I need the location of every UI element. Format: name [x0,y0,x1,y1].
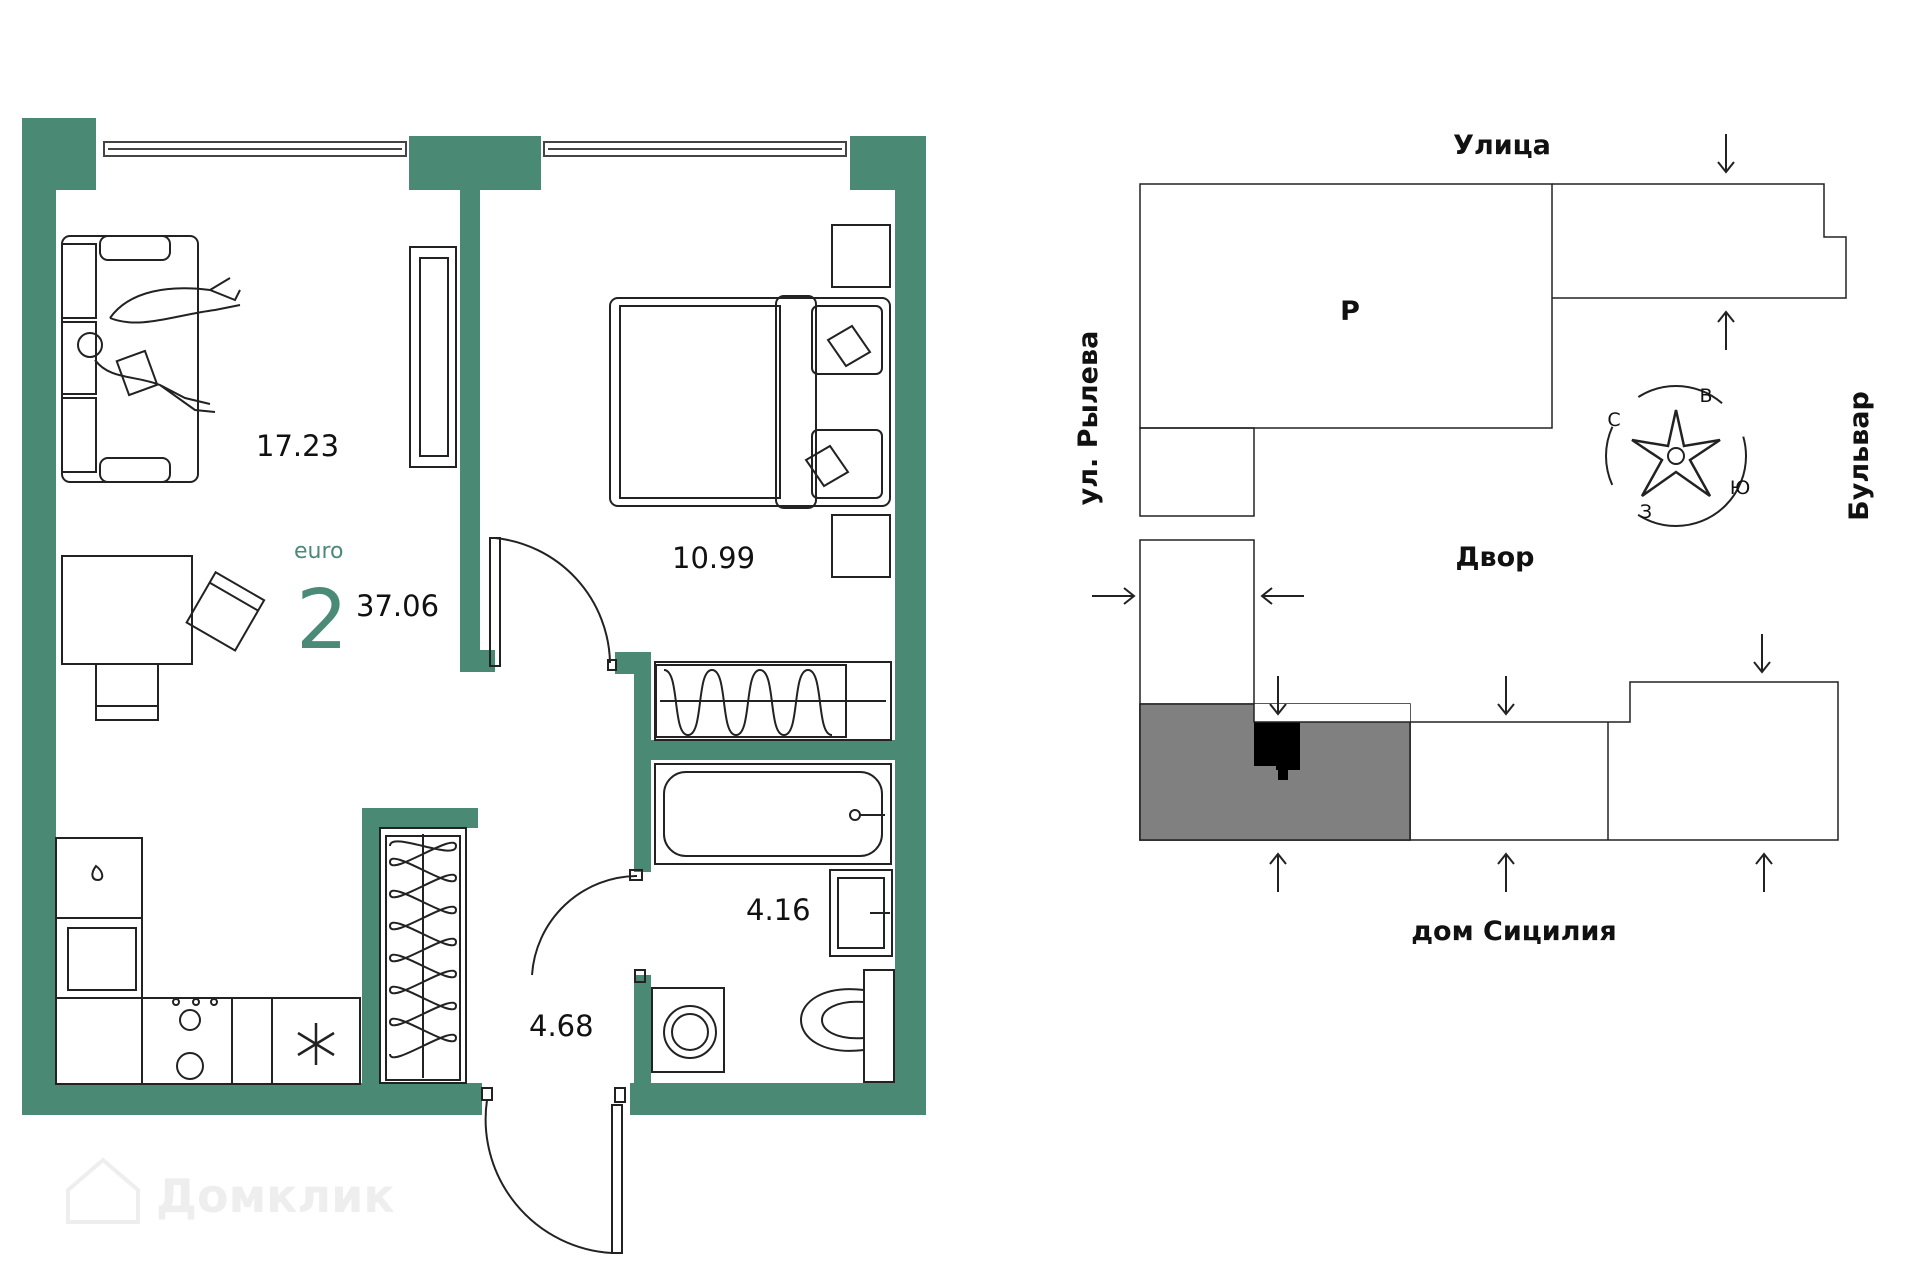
compass-west: З [1640,501,1652,523]
house-logo-icon [66,1157,140,1224]
arrow-down-icon [1717,134,1735,174]
watermark: Домклик [66,1157,395,1224]
armchair [185,570,266,652]
apartment-summary: euro 2 37.06 [294,539,439,668]
toilet [800,988,865,1052]
entrance-arrows [1092,134,1773,892]
compass-north: С [1607,409,1620,431]
dining-chair [95,663,159,721]
bedroom-area: 10.99 [672,541,755,575]
arrow-down-icon [1269,676,1287,716]
rooms-count: 2 [296,573,348,668]
arrow-left-icon [1260,587,1304,605]
compass-rose-icon: С В Ю З [1605,385,1751,527]
yard-gap [1254,704,1410,722]
tv-stand [409,246,457,468]
storage-closet [654,661,892,741]
bathroom [651,763,895,1083]
area-labels: 17.23 10.99 4.16 4.68 [256,429,811,1043]
doors [481,537,646,1254]
snowflake-icon [297,1023,335,1065]
yard-label: Двор [1455,542,1534,573]
apartment-location-marker-3 [1278,766,1288,780]
bedroom-furniture [609,224,891,578]
fridge [271,997,361,1085]
arrow-up-icon [1269,852,1287,892]
main-building [1139,539,1839,841]
apartment-location-marker-2 [1276,722,1300,770]
kitchen [55,837,361,1085]
building-bottom-label: дом Сицилия [1411,916,1617,947]
street-right-label: Бульвар [1844,391,1875,521]
euro-label: euro [294,539,344,564]
water-drop-icon [91,864,104,882]
watermark-text: Домклик [156,1169,395,1223]
top-right-building [1552,183,1847,299]
compass-south: Ю [1730,477,1751,499]
washbasin [829,869,893,957]
radiators [385,664,847,1081]
hall-area: 4.68 [529,1009,594,1043]
bed [609,297,891,507]
arrow-up-icon [1497,852,1515,892]
street-top-label: Улица [1453,130,1551,161]
highlighted-left [1140,704,1254,840]
dining-table [61,555,193,665]
outer-walls [22,118,926,1115]
arrow-right-icon [1092,587,1136,605]
wardrobe-hall [379,827,467,1084]
site-plan: ул. Рылева Улица Бульвар Двор дом Сицили… [1073,130,1875,947]
small-block [1139,427,1255,517]
person-figure [109,277,241,319]
sofa [61,235,199,483]
arrow-up-icon [1717,310,1735,350]
living-room-area: 17.23 [256,429,339,463]
nightstand-bottom [831,514,891,578]
street-left-label: ул. Рылева [1073,331,1104,506]
arrow-up-icon [1755,852,1773,892]
arrow-down-icon [1753,634,1771,674]
bathtub [654,763,892,865]
total-area: 37.06 [356,589,439,623]
parking-building [1139,183,1553,429]
apartment-plan: 17.23 10.99 4.16 4.68 euro 2 37.06 [22,118,926,1254]
bathroom-area: 4.16 [746,893,811,927]
highlighted-outline [1139,703,1411,841]
apartment-location-marker [1254,722,1278,766]
windows [103,141,847,157]
washing-machine [651,987,725,1073]
nightstand-top [831,224,891,288]
living-room-furniture [61,235,457,721]
arrow-down-icon [1497,676,1515,716]
compass-east: В [1699,385,1712,407]
parking-label: P [1340,296,1360,327]
